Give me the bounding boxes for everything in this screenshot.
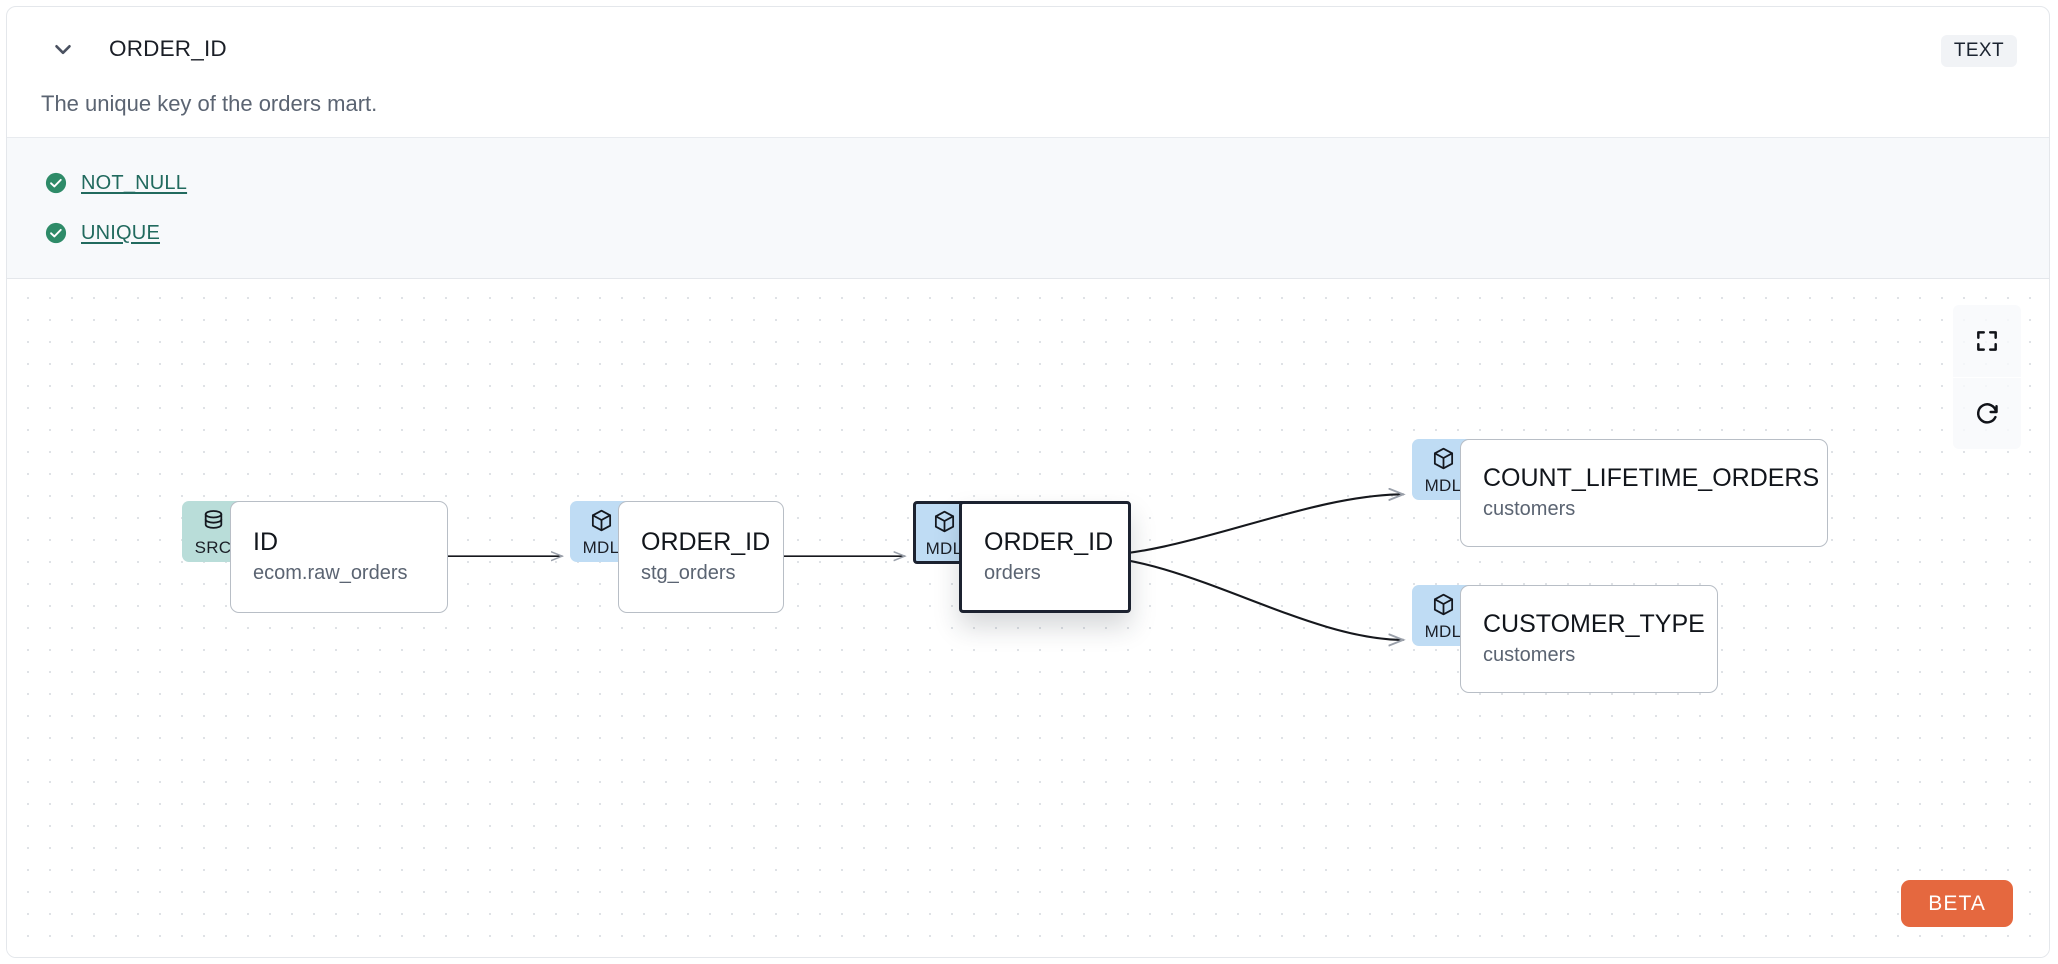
lineage-node-orders-selected[interactable]: MDL ORDER_ID orders	[913, 501, 1131, 613]
column-title-row: ORDER_ID	[41, 33, 227, 65]
cube-icon	[589, 508, 614, 538]
node-body: ORDER_ID stg_orders	[618, 501, 784, 613]
beta-badge[interactable]: BETA	[1901, 880, 2013, 927]
cube-icon	[1431, 592, 1456, 622]
database-icon	[201, 508, 226, 538]
fit-view-icon[interactable]	[1953, 305, 2021, 377]
lineage-node-stg-orders[interactable]: MDL ORDER_ID stg_orders	[570, 501, 784, 613]
node-column-name: ORDER_ID	[641, 527, 771, 556]
page-title: ORDER_ID	[109, 36, 227, 61]
check-circle-icon	[45, 222, 67, 244]
tests-band: NOT_NULL UNIQUE	[7, 137, 2049, 279]
column-description: The unique key of the orders mart.	[41, 91, 378, 116]
node-source-name: orders	[984, 561, 1041, 584]
lineage-node-customer-type[interactable]: MDL CUSTOMER_TYPE customers	[1412, 585, 1718, 693]
test-link-unique[interactable]: UNIQUE	[81, 221, 160, 244]
node-source-name: customers	[1483, 643, 1576, 666]
node-body: CUSTOMER_TYPE customers	[1460, 585, 1718, 693]
refresh-icon[interactable]	[1953, 377, 2021, 449]
node-badge-label: MDL	[1424, 476, 1462, 495]
node-badge-label: MDL	[1424, 622, 1462, 641]
chevron-down-icon[interactable]	[41, 33, 85, 65]
lineage-graph-canvas[interactable]: SRC ID ecom.raw_orders	[7, 279, 2049, 957]
node-source-name: customers	[1483, 497, 1576, 520]
node-column-name: ORDER_ID	[984, 527, 1114, 556]
check-circle-icon	[45, 172, 67, 194]
node-body: COUNT_LIFETIME_ORDERS customers	[1460, 439, 1828, 547]
cube-icon	[1431, 446, 1456, 476]
test-row: NOT_NULL	[7, 158, 2049, 208]
node-column-name: COUNT_LIFETIME_ORDERS	[1483, 463, 1820, 492]
node-source-name: ecom.raw_orders	[253, 561, 408, 584]
node-column-name: CUSTOMER_TYPE	[1483, 609, 1705, 638]
node-source-name: stg_orders	[641, 561, 736, 584]
node-badge-label: SRC	[194, 538, 232, 557]
node-column-name: ID	[253, 527, 278, 556]
lineage-edges	[401, 279, 2049, 957]
cube-icon	[932, 509, 957, 539]
node-body: ORDER_ID orders	[959, 501, 1131, 613]
data-type-badge: TEXT	[1940, 35, 2017, 67]
node-body: ID ecom.raw_orders	[230, 501, 448, 613]
test-row: UNIQUE	[7, 208, 2049, 258]
graph-toolbar	[1953, 305, 2021, 449]
node-badge-label: MDL	[925, 539, 963, 558]
test-link-not-null[interactable]: NOT_NULL	[81, 171, 188, 194]
node-badge-label: MDL	[582, 538, 620, 557]
lineage-node-count-lifetime-orders[interactable]: MDL COUNT_LIFETIME_ORDERS customers	[1412, 439, 1828, 547]
lineage-node-src-id[interactable]: SRC ID ecom.raw_orders	[182, 501, 448, 613]
column-detail-card: ORDER_ID TEXT The unique key of the orde…	[6, 6, 2050, 958]
card-header: ORDER_ID TEXT The unique key of the orde…	[7, 7, 2049, 137]
